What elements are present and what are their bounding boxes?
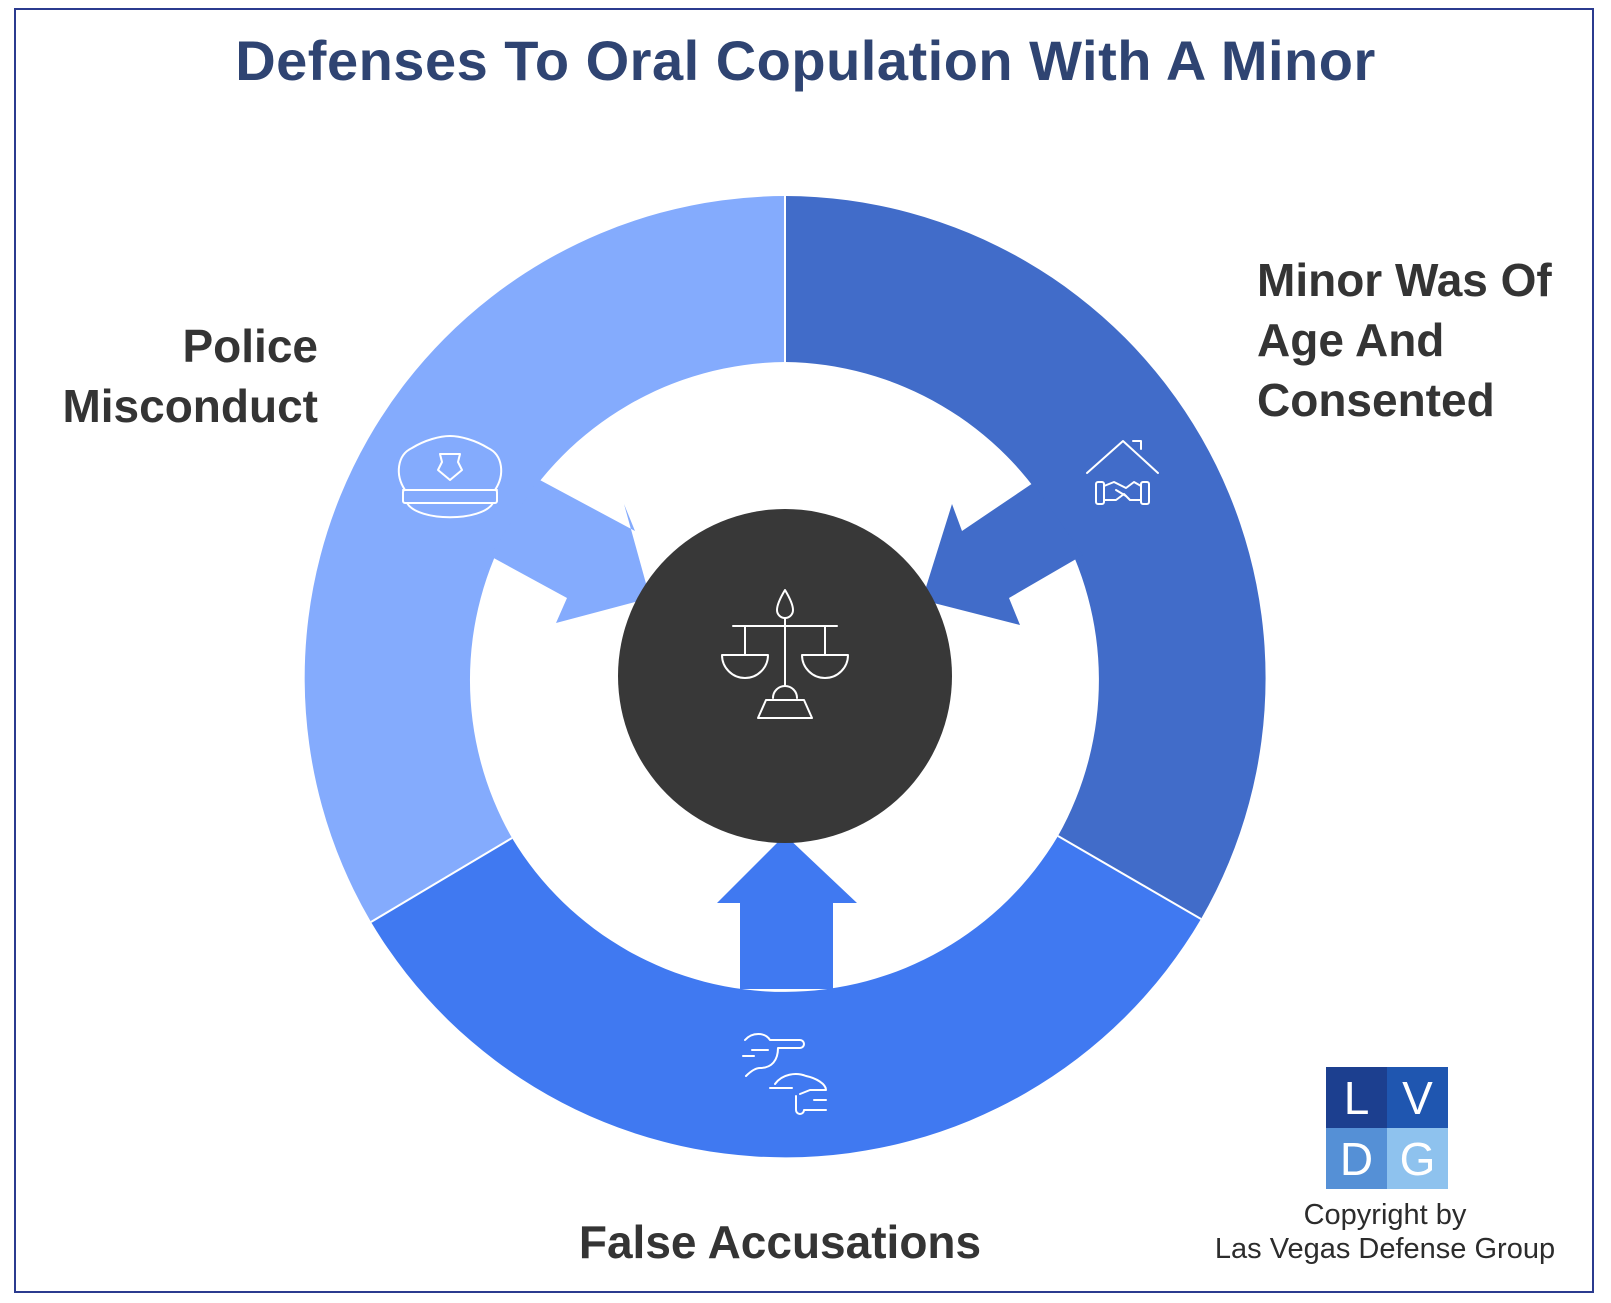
arrow-minor-to-center	[922, 483, 1083, 625]
scales-of-justice-icon	[721, 589, 849, 719]
label-line: Police	[182, 320, 318, 372]
label-line: False Accusations	[578, 1216, 982, 1268]
label-false-accusations: False Accusations	[430, 1212, 1130, 1272]
segment-divider	[370, 837, 513, 923]
label-line: Misconduct	[62, 380, 318, 432]
arrow-false-to-center	[717, 835, 857, 989]
label-police-misconduct: Police Misconduct	[18, 316, 318, 436]
label-line: Consented	[1257, 374, 1495, 426]
segment-false-accusations	[371, 836, 1201, 1158]
segment-minor-consented	[785, 196, 1266, 919]
logo-cell-d: D	[1326, 1128, 1387, 1189]
logo-cell-v: V	[1387, 1067, 1448, 1128]
copyright-line: Las Vegas Defense Group	[1214, 1233, 1556, 1265]
copyright-notice: Copyright by Las Vegas Defense Group	[1180, 1198, 1590, 1266]
arrow-police-to-center	[490, 479, 650, 623]
segment-police-misconduct	[304, 196, 785, 922]
label-line: Minor Was Of	[1257, 254, 1552, 306]
logo-cell-g: G	[1387, 1128, 1448, 1189]
label-minor-consented: Minor Was Of Age And Consented	[1257, 250, 1587, 430]
page-title: Defenses To Oral Copulation With A Minor	[235, 29, 1376, 92]
logo-cell-l: L	[1326, 1067, 1387, 1128]
copyright-line: Copyright by	[1303, 1199, 1467, 1231]
lvdg-logo: L V D G	[1326, 1067, 1448, 1189]
pointing-hands-icon	[742, 1033, 827, 1115]
segment-divider	[1057, 835, 1202, 920]
handshake-house-icon	[1086, 440, 1159, 505]
police-cap-icon	[397, 435, 503, 519]
label-line: Age And	[1257, 314, 1445, 366]
